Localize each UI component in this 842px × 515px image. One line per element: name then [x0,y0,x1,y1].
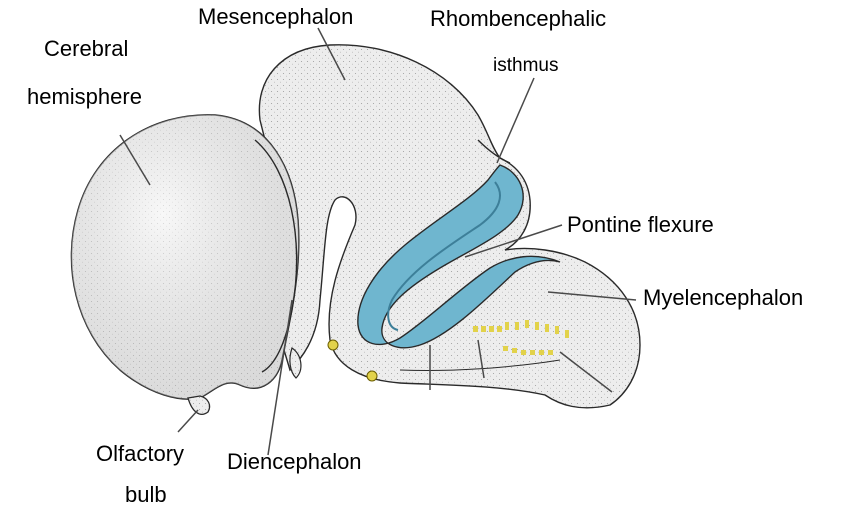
label-rhombencephalic-line1: Rhombencephalic [430,8,606,30]
label-cerebral-line2: hemisphere [27,86,142,108]
leader-isthmus [497,78,534,163]
label-pontine-flexure: Pontine flexure [567,214,714,236]
label-diencephalon: Diencephalon [227,451,362,473]
leader-olfactory [178,410,198,432]
label-myelencephalon: Myelencephalon [643,287,803,309]
olfactory-bulb-shape [188,396,210,414]
label-cerebral-line1: Cerebral [44,38,128,60]
label-olfactory-line1: Olfactory [96,443,184,465]
label-olfactory-line2: bulb [125,484,167,506]
hemisphere-shading [71,115,298,399]
label-mesencephalon: Mesencephalon [198,6,353,28]
label-rhombencephalic-line2: isthmus [493,56,558,75]
